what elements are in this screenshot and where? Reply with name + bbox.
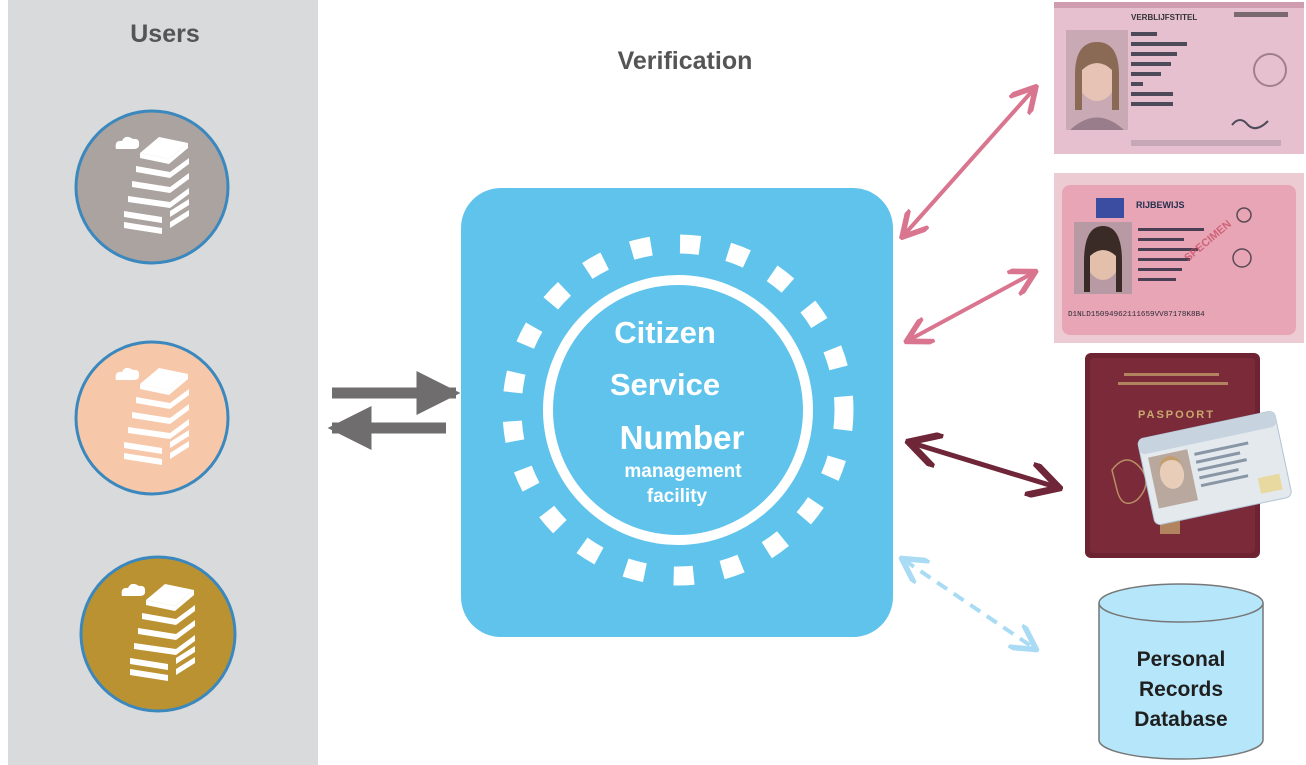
user-org-gold [79,555,237,713]
database-line-records: Records [1139,678,1223,701]
passport-header: PASPOORT [1138,409,1215,421]
database-link-arrow [904,560,1034,648]
database-line-personal: Personal [1137,648,1226,671]
user-org-peach [74,340,230,496]
verification-title: Verification [618,47,753,75]
facility-inner-ring [543,275,813,545]
users-title: Users [130,20,200,48]
residence-permit-card: VERBLIJFSTITEL [1054,2,1304,154]
csn-line-facility: facility [647,486,708,507]
csn-line-service: Service [610,367,720,402]
user-org-gray [74,109,230,265]
passport-link-arrow [912,443,1056,487]
csn-line-management: management [624,461,742,482]
facility-dashed-ring [502,234,854,586]
licence-mrz: D1NLD15094962111659VV87178K8B4 [1068,311,1205,319]
permit-header: VERBLIJFSTITEL [1131,13,1197,22]
permit-link-arrow [904,89,1034,235]
licence-header: RIJBEWIJS [1136,200,1185,210]
id-card [1137,411,1292,525]
csn-line-citizen: Citizen [614,315,716,350]
database-line-database: Database [1134,708,1227,731]
csn-facility: Citizen Service Number management facili… [461,188,893,637]
csn-line-number: Number [620,419,745,456]
passport-with-id-card: PASPOORT [1085,353,1292,558]
licence-link-arrow [909,273,1033,340]
eu-flag [1096,198,1124,218]
driving-licence-card: RIJBEWIJS SPECIMEN D1NLD15094962111659VV… [1054,173,1304,343]
database-icon: Personal Records Database [1098,583,1264,760]
